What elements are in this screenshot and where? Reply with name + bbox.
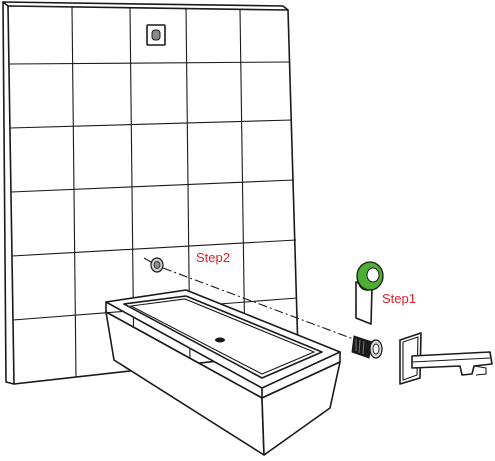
step2-label: Step2 — [196, 250, 230, 265]
step1-label: Step1 — [382, 291, 416, 306]
bathtub-icon — [105, 289, 341, 456]
wall-fitting-icon — [146, 24, 166, 46]
wall-spout-icon — [399, 332, 493, 385]
threaded-connector-icon — [351, 335, 383, 359]
tiled-wall — [2, 1, 299, 385]
alignment-line — [162, 267, 357, 341]
tape-roll-icon — [355, 261, 384, 325]
wall-outlet-icon — [143, 257, 164, 273]
